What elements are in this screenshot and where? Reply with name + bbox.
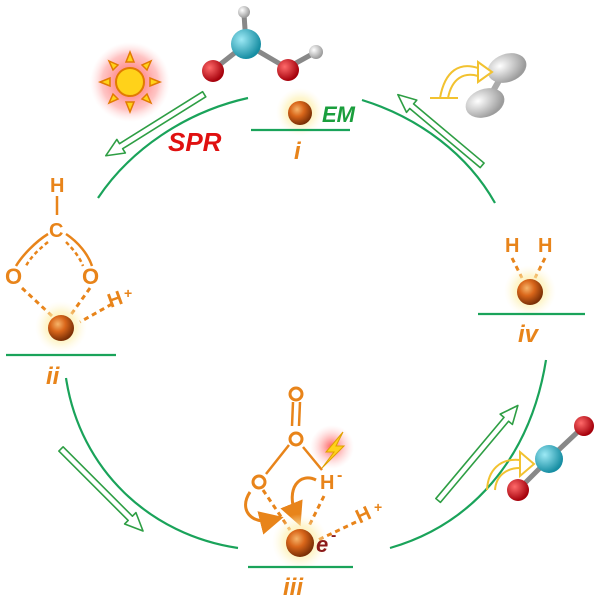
step-iii-label: iii — [283, 574, 304, 600]
state-iii: H - H + e - iii — [244, 386, 382, 600]
nanoparticle-i — [288, 101, 312, 125]
formate-o-right: O — [82, 264, 99, 289]
h2-release-arrow — [430, 60, 494, 99]
formate-o-left: O — [5, 264, 22, 289]
arrow-top-right — [397, 93, 485, 169]
proton-h-iii: H — [352, 502, 374, 528]
proton-charge: + — [124, 285, 132, 301]
em-label: EM — [322, 102, 356, 127]
step-ii-label: ii — [46, 363, 61, 390]
arrow-bottom-left — [58, 446, 144, 532]
cycle-arcs — [64, 96, 548, 550]
arc-top-left — [97, 96, 249, 199]
state-ii: H C O O H + ii — [5, 175, 132, 390]
hollow-arrows — [58, 90, 519, 532]
lightning-icon — [310, 425, 354, 469]
formic-acid-molecule — [202, 6, 323, 82]
nanoparticle-iv — [517, 279, 543, 305]
nanoparticle-ii — [48, 315, 74, 341]
spr-label: SPR — [168, 127, 222, 157]
hydride-h: H — [320, 472, 334, 494]
nanoparticle-iii — [286, 529, 314, 557]
proton-charge-iii: + — [374, 499, 382, 515]
arrow-top-left — [105, 90, 207, 157]
co2-molecule — [507, 416, 594, 501]
curly-arrow-center — [280, 476, 317, 527]
formate-h: H — [50, 175, 64, 197]
co2-release-arrow — [486, 449, 536, 491]
arc-top-right — [361, 98, 496, 204]
state-i: EM SPR i — [168, 88, 356, 165]
proton-h: H — [105, 287, 126, 313]
curly-arrow-left — [244, 491, 284, 535]
state-iv: H H iv — [478, 235, 585, 348]
step-i-label: i — [294, 138, 302, 165]
arrow-bottom-right — [435, 404, 519, 504]
sun-icon — [90, 42, 170, 122]
hydrogen-molecule — [465, 53, 527, 118]
electron-e: e — [316, 532, 328, 557]
electron-charge: - — [331, 527, 336, 544]
arc-bottom-right — [389, 359, 548, 550]
hydride-charge: - — [337, 467, 342, 484]
h2-left-h: H — [505, 235, 519, 257]
h2-right-h: H — [538, 235, 552, 257]
formate-c: C — [49, 220, 63, 242]
step-iv-label: iv — [518, 321, 540, 348]
arc-bottom-left — [64, 377, 239, 550]
